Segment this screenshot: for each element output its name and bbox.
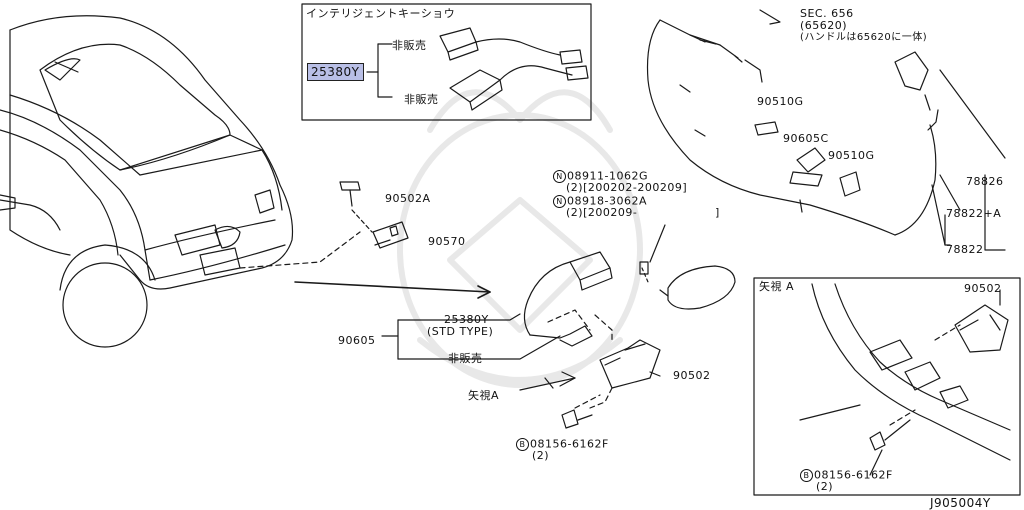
part-label-90502a[interactable]: 90502A (385, 192, 431, 205)
bolt-b-qty: (2) (532, 449, 550, 462)
diagram-code: J905004Y (930, 496, 991, 510)
part-label-90570[interactable]: 90570 (428, 235, 466, 248)
inset-bolt-qty: (2) (816, 480, 834, 493)
n-symbol-icon: N (553, 170, 566, 183)
sec-handle-note: (ハンドルは65620に一体) (800, 32, 928, 43)
intelligent-key-illustration (439, 27, 589, 111)
b-symbol-icon: B (800, 469, 813, 482)
watermark-emblem (397, 89, 643, 388)
sec-65620-label: (65620) (800, 19, 848, 32)
sec-656-label[interactable]: SEC. 656 (800, 7, 854, 20)
inset-intelligent-key-title: インテリジェントキーショウ (306, 7, 456, 20)
bracket-90570-illustration (339, 181, 409, 249)
std-type-label: (STD TYPE) (427, 325, 494, 338)
inset-part-label-90502[interactable]: 90502 (964, 282, 1002, 295)
inset-not-sold-label-1: 非販売 (392, 39, 427, 52)
fastener-n2-qty: (2)[200209- (566, 206, 638, 219)
door-panel-inset-illustration (799, 283, 1011, 476)
n-symbol-icon: N (553, 195, 566, 208)
inset-view-a-title: 矢視 A (759, 280, 795, 293)
part-label-90510g-top[interactable]: 90510G (757, 95, 804, 108)
highlighted-part-25380y[interactable]: 25380Y (307, 63, 364, 81)
view-a-label: 矢視A (468, 389, 500, 402)
fastener-n1-qty: (2)[200202-200209] (566, 181, 688, 194)
part-label-78822[interactable]: 78822 (946, 243, 984, 256)
lamp-assembly-illustration (519, 251, 736, 429)
part-label-90605[interactable]: 90605 (338, 334, 376, 347)
part-label-78826[interactable]: 78826 (966, 175, 1004, 188)
part-label-90605c[interactable]: 90605C (783, 132, 829, 145)
part-label-90510g-bottom[interactable]: 90510G (828, 149, 875, 162)
part-label-25380y[interactable]: 25380Y (444, 313, 489, 326)
part-label-90502[interactable]: 90502 (673, 369, 711, 382)
fastener-n2-qty-close: ] (715, 206, 720, 219)
vehicle-rear-illustration (0, 15, 294, 348)
inset-not-sold-label-2: 非販売 (404, 93, 439, 106)
b-symbol-icon: B (516, 438, 529, 451)
part-label-78822-a[interactable]: 78822+A (946, 207, 1002, 220)
not-sold-label: 非販売 (448, 352, 483, 365)
opener-cable-illustration (646, 9, 1006, 251)
